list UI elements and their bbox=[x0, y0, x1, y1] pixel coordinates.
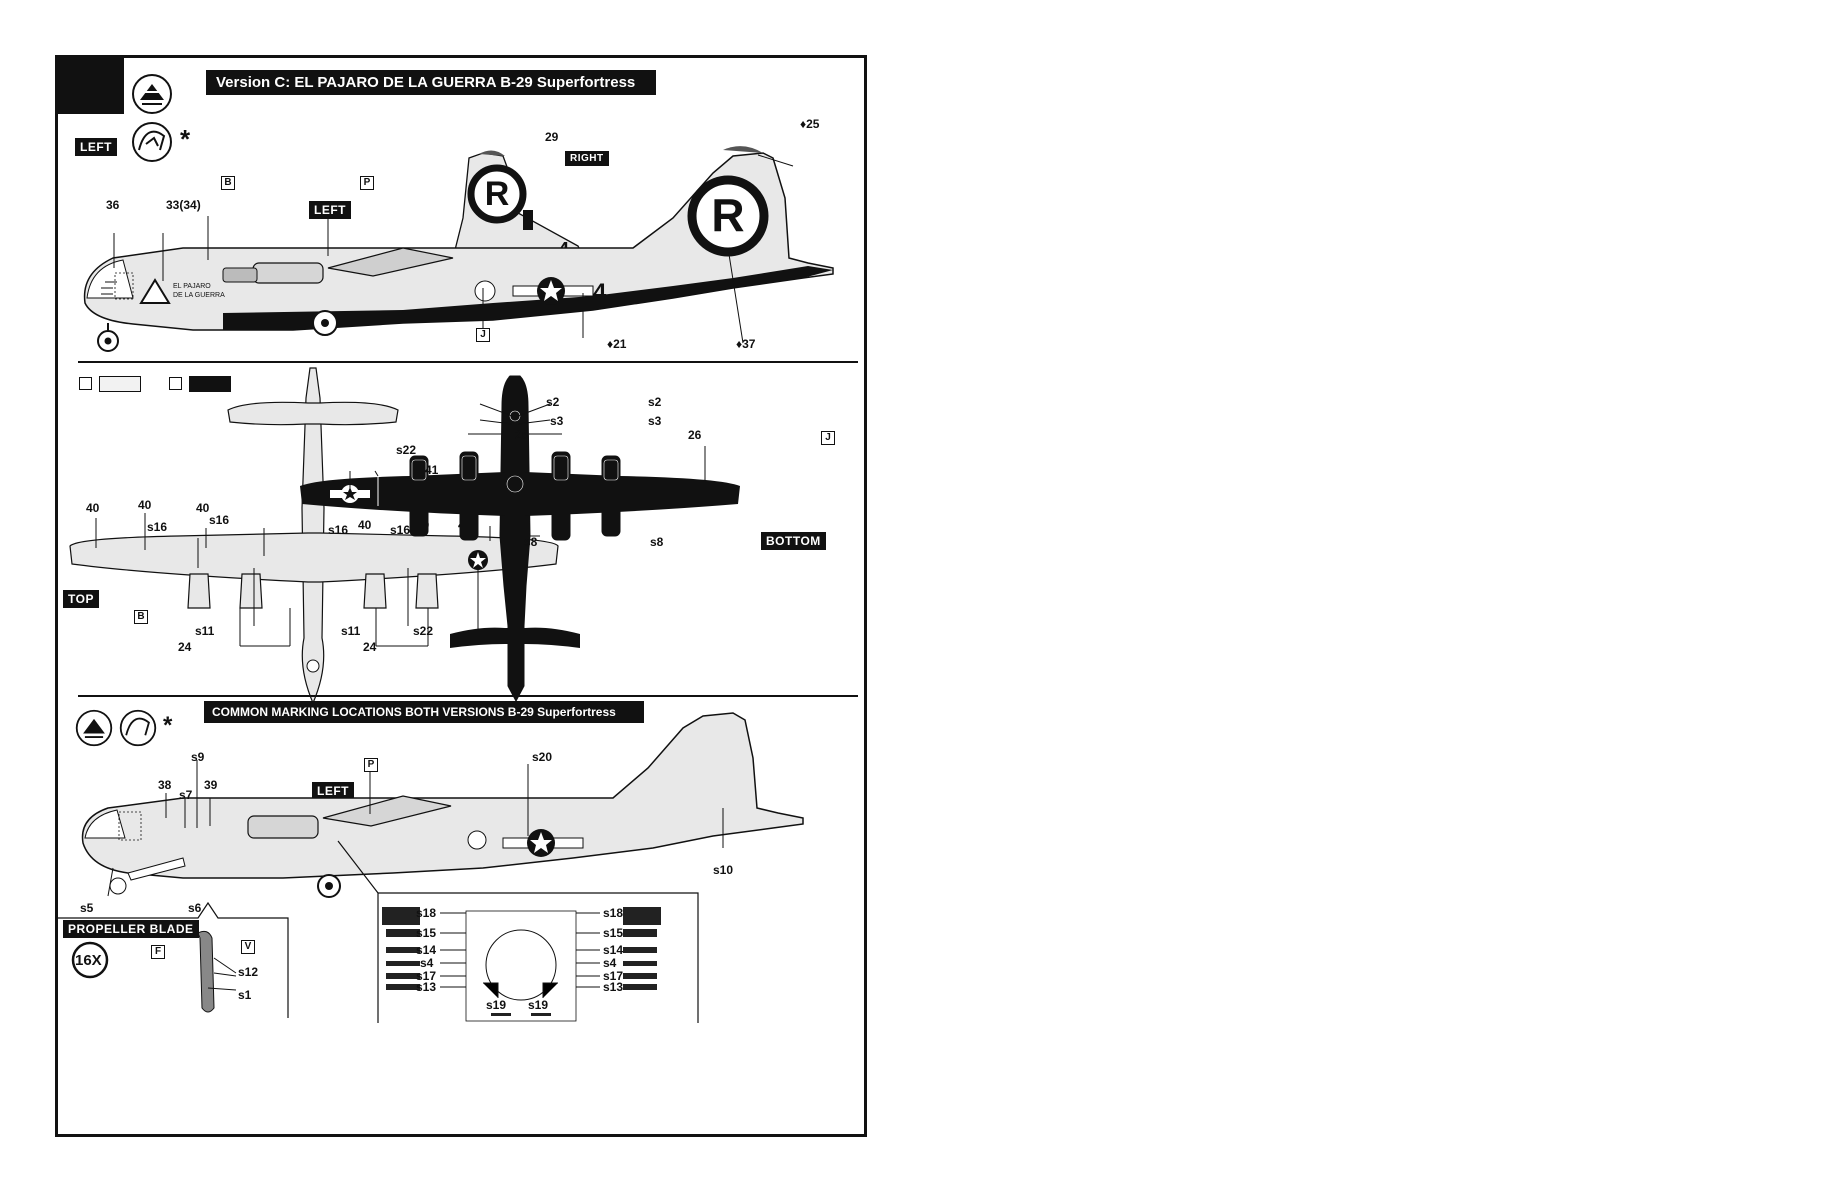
page-corner-block bbox=[58, 58, 124, 114]
top-callout-s11-a: s11 bbox=[195, 624, 215, 638]
top-callout-s22: s22 bbox=[413, 624, 434, 638]
propeller-panel-frame bbox=[58, 901, 289, 1018]
side-view-aircraft: R 4 R 4 EL PAJARO DE LA GUERRA bbox=[83, 146, 834, 352]
common-callout-s7: s7 bbox=[179, 788, 193, 802]
common-callout-38: 38 bbox=[158, 778, 172, 792]
optional-marking-icon bbox=[132, 122, 172, 162]
wheel-callout-left-s17: s17 bbox=[416, 969, 437, 983]
callout-21: ♦21 bbox=[607, 337, 627, 351]
section-divider-2 bbox=[78, 695, 858, 697]
svg-text:4: 4 bbox=[593, 279, 607, 306]
decal-symbol-icon bbox=[132, 74, 172, 114]
asterisk-icon: * bbox=[180, 124, 191, 154]
bottom-view-aircraft bbox=[300, 375, 740, 703]
wheel-callout-left-s13: s13 bbox=[416, 980, 437, 994]
color-key-white-check bbox=[79, 377, 92, 390]
callout-25: ♦25 bbox=[800, 117, 820, 131]
version-title: Version C: EL PAJARO DE LA GUERRA B-29 S… bbox=[216, 74, 636, 91]
decal-symbol-icon bbox=[75, 709, 113, 747]
wheel-callout-right-s13: s13 bbox=[603, 980, 624, 994]
callout-36: 36 bbox=[106, 198, 120, 212]
callout-37: ♦37 bbox=[736, 337, 756, 351]
svg-text:DE LA GUERRA: DE LA GUERRA bbox=[173, 292, 225, 299]
view-tag-left-2: LEFT bbox=[309, 201, 351, 219]
propeller-callout-s12: s12 bbox=[238, 965, 259, 979]
svg-text:R: R bbox=[485, 175, 510, 213]
bottom-callout-41: 41 bbox=[425, 463, 439, 477]
common-side-aircraft bbox=[81, 712, 804, 898]
bottom-callout-s3-right: s3 bbox=[648, 414, 662, 428]
bottom-callout-s8-left: s8 bbox=[524, 535, 538, 549]
color-swatch-black bbox=[189, 376, 231, 392]
common-callout-s6: s6 bbox=[188, 901, 202, 915]
propeller-callout-s1: s1 bbox=[238, 988, 252, 1002]
common-banner: COMMON MARKING LOCATIONS BOTH VERSIONS B… bbox=[204, 701, 644, 723]
color-swatch-white bbox=[99, 376, 141, 392]
asterisk-icon: * bbox=[163, 712, 173, 739]
top-callout-40-c: 40 bbox=[196, 501, 210, 515]
wheel-callout-left-s14: s14 bbox=[416, 943, 437, 957]
bottom-callout-26-left: 26 bbox=[515, 428, 529, 442]
top-callout-40-b: 40 bbox=[138, 498, 152, 512]
view-tag-bottom: BOTTOM bbox=[761, 532, 826, 550]
wheel-callout-right-s15: s15 bbox=[603, 926, 624, 940]
top-callout-40-a: 40 bbox=[86, 501, 100, 515]
fuselage-outline bbox=[83, 152, 834, 331]
propeller-box-v: V bbox=[241, 940, 255, 954]
wheel-callout-right-s14: s14 bbox=[603, 943, 624, 957]
wheel-callout-right-s4: s4 bbox=[603, 956, 617, 970]
propeller-count: 16X bbox=[75, 952, 102, 969]
bottom-callout-s3-left: s3 bbox=[550, 414, 564, 428]
optional-marking-icon bbox=[119, 709, 157, 747]
top-callout-box-b: B bbox=[134, 610, 148, 624]
svg-text:EL PAJARO: EL PAJARO bbox=[173, 283, 211, 290]
common-title: COMMON MARKING LOCATIONS BOTH VERSIONS B… bbox=[212, 705, 616, 719]
bottom-callout-s2-left: s2 bbox=[546, 395, 560, 409]
common-callout-s9: s9 bbox=[191, 750, 205, 764]
wheel-callout-bottom-s19-a: s19 bbox=[486, 998, 507, 1012]
bottom-callout-s2-right: s2 bbox=[648, 395, 662, 409]
top-callout-s16-d: s16 bbox=[390, 523, 411, 537]
top-callout-s16-a: s16 bbox=[147, 520, 168, 534]
common-callout-s10: s10 bbox=[713, 863, 734, 877]
top-callout-40-d: 40 bbox=[358, 518, 372, 532]
top-callout-24-b: 24 bbox=[363, 640, 377, 654]
bottom-callout-26-right: 26 bbox=[688, 428, 702, 442]
view-tag-top: TOP bbox=[63, 590, 99, 608]
callout-box-j: J bbox=[476, 328, 490, 342]
wheel-callout-left-s15: s15 bbox=[416, 926, 437, 940]
propeller-box-f: F bbox=[151, 945, 165, 959]
wheel-callout-left-s18: s18 bbox=[416, 906, 437, 920]
bottom-callout-s8-right: s8 bbox=[650, 535, 664, 549]
top-callout-s16-c: s16 bbox=[328, 523, 349, 537]
common-callout-39: 39 bbox=[204, 778, 218, 792]
view-tag-common-left: LEFT bbox=[312, 782, 354, 800]
count-16x-icon bbox=[71, 941, 109, 979]
common-callout-box-p: P bbox=[364, 758, 378, 772]
wheel-detail-frame bbox=[337, 840, 699, 1023]
color-key-black-check bbox=[169, 377, 182, 390]
top-callout-s16-b: s16 bbox=[209, 513, 230, 527]
callout-33-34: 33(34) bbox=[166, 198, 201, 212]
wheel-callout-right-s17: s17 bbox=[603, 969, 624, 983]
view-tag-right: RIGHT bbox=[565, 151, 609, 166]
instruction-sheet: * Version C: EL PAJARO DE LA GUERRA B-29… bbox=[55, 55, 867, 1137]
bottom-callout-s22: s22 bbox=[396, 443, 417, 457]
callout-29: 29 bbox=[545, 130, 559, 144]
top-callout-24-a: 24 bbox=[178, 640, 192, 654]
top-callout-s11-b: s11 bbox=[341, 624, 361, 638]
propeller-title: PROPELLER BLADE bbox=[63, 920, 199, 938]
bottom-callout-box-j: J bbox=[821, 431, 835, 445]
wheel-callout-bottom-s19-b: s19 bbox=[528, 998, 549, 1012]
wheel-callout-right-s18: s18 bbox=[603, 906, 624, 920]
svg-text:R: R bbox=[711, 189, 744, 241]
common-callout-s5: s5 bbox=[80, 901, 94, 915]
version-banner: Version C: EL PAJARO DE LA GUERRA B-29 S… bbox=[206, 70, 656, 95]
wheel-callout-left-s4: s4 bbox=[420, 956, 434, 970]
common-callout-s20: s20 bbox=[532, 750, 553, 764]
section-divider bbox=[78, 361, 858, 363]
callout-box-b: B bbox=[221, 176, 235, 190]
view-tag-left: LEFT bbox=[75, 138, 117, 156]
callout-box-p: P bbox=[360, 176, 374, 190]
